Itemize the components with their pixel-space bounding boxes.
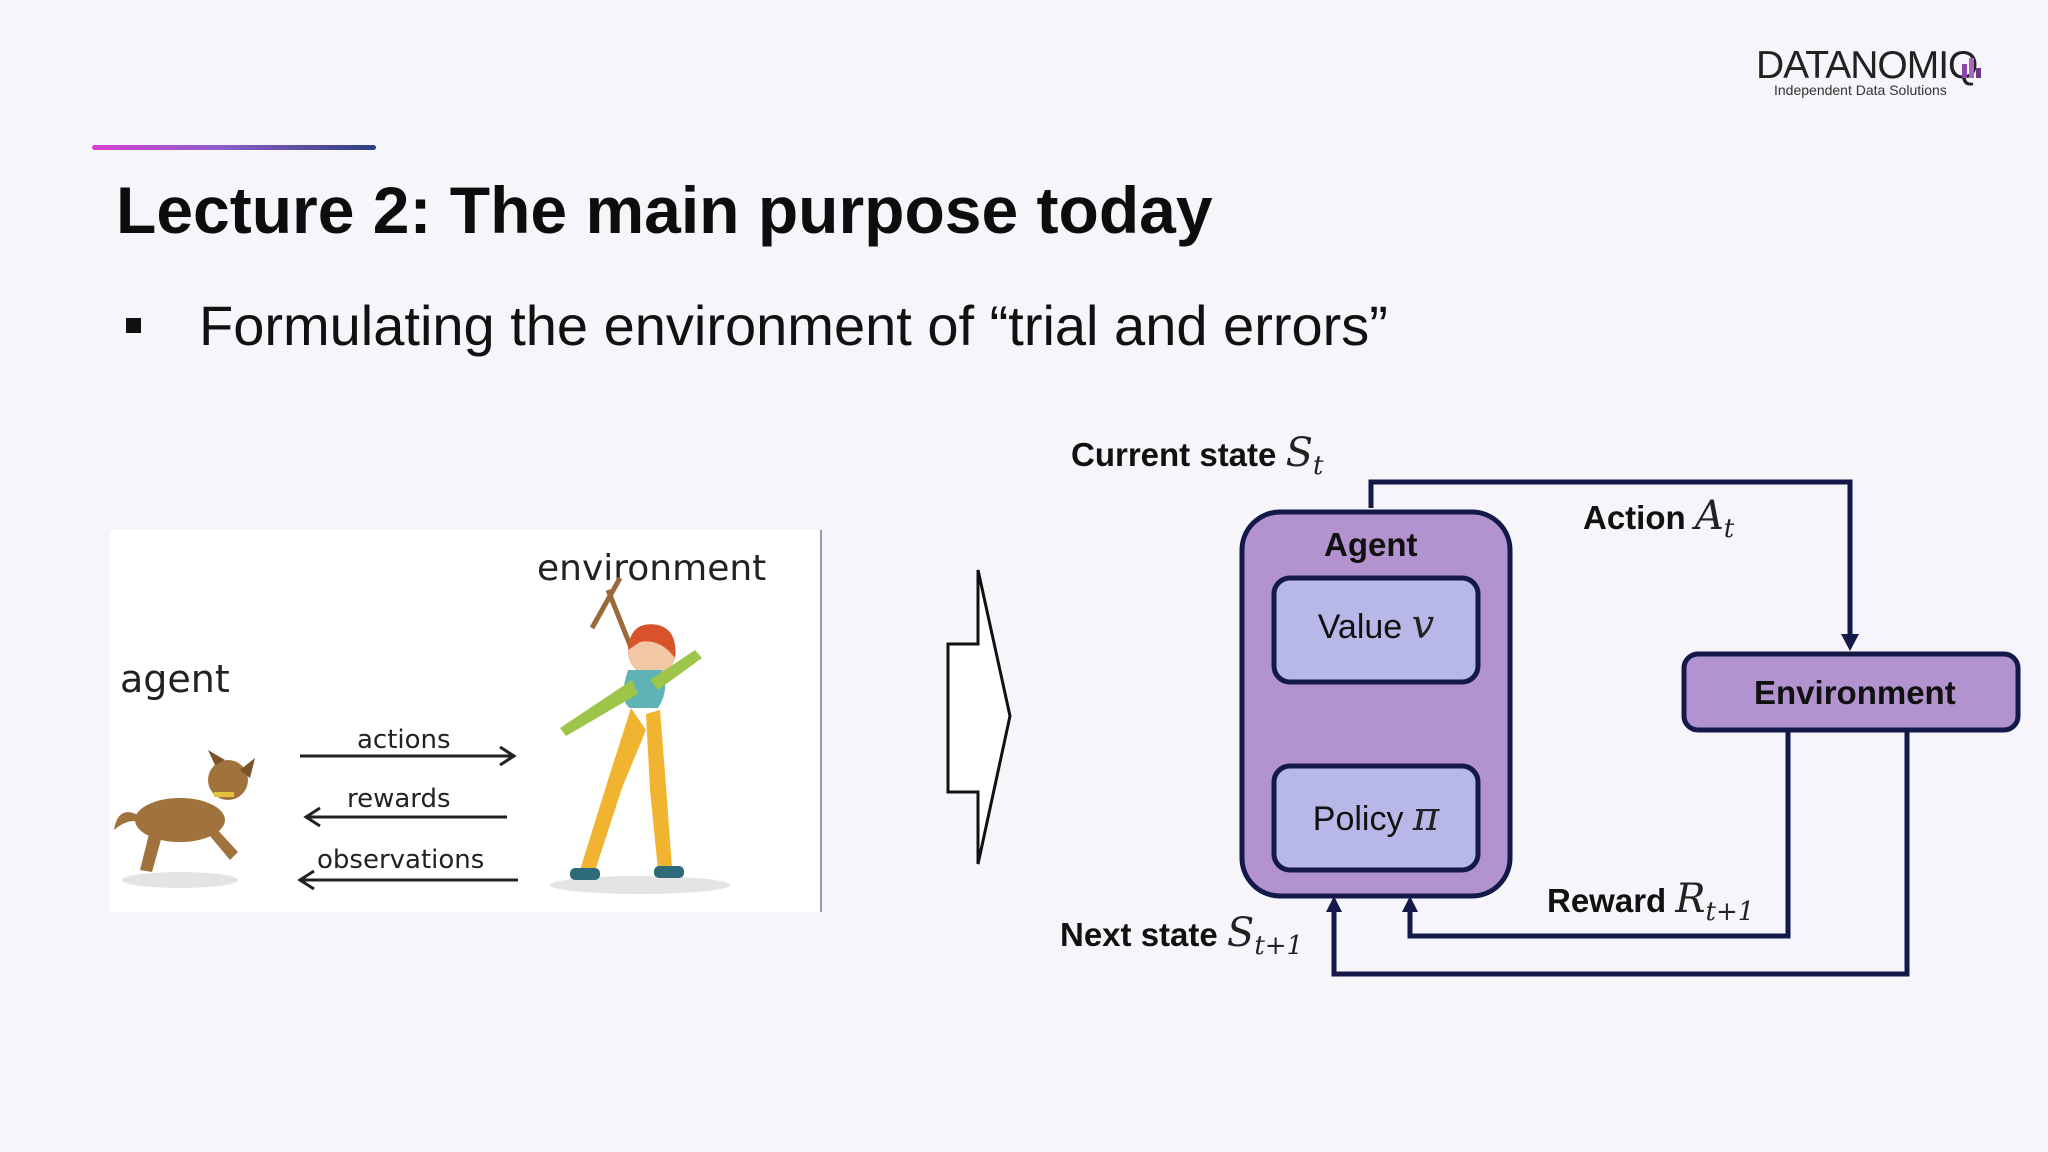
value-box — [1271, 575, 1481, 685]
action-line — [1368, 479, 1853, 640]
bullet-text: Formulating the environment of “trial an… — [199, 294, 1388, 357]
logo-tagline: Independent Data Solutions — [1774, 82, 1947, 98]
policy-box — [1271, 763, 1481, 873]
magnifier-icon — [1962, 58, 1981, 78]
title-accent-line — [92, 145, 376, 150]
datanomiq-logo: DATANOMIQ Independent Data Solutions — [1756, 44, 1996, 100]
rewards-arrow — [303, 806, 507, 828]
illustration-agent-label: agent — [120, 657, 230, 701]
slide-title: Lecture 2: The main purpose today — [116, 173, 1213, 247]
environment-box — [1681, 651, 2021, 733]
illustration-actions-label: actions — [357, 725, 451, 755]
big-right-arrow-icon — [946, 569, 1012, 865]
dog-illustration — [114, 750, 255, 888]
next-state-arrowhead — [1326, 896, 1342, 912]
illustration-environment-label: environment — [537, 548, 766, 589]
illustration-rewards-label: rewards — [347, 784, 451, 814]
logo-name: DATANOMIQ — [1756, 44, 1978, 87]
agent-environment-illustration: environment agent actions rewards observ… — [110, 530, 822, 912]
action-arrowhead — [1841, 634, 1859, 651]
action-label: Action At — [1583, 493, 1735, 544]
next-state-label: Next state St+1 — [1060, 910, 1304, 961]
agent-label: Agent — [1324, 526, 1418, 563]
bullet-marker — [126, 318, 141, 333]
next-state-line — [1331, 730, 1910, 977]
current-state-label: Current state St — [1071, 430, 1324, 481]
girl-illustration — [550, 576, 730, 894]
observations-arrow — [297, 869, 518, 891]
reward-label: Reward Rt+1 — [1547, 876, 1755, 927]
policy-label: Policy π — [1312, 794, 1440, 840]
rl-loop-diagram: Current state St Action At Agent Value v… — [1040, 430, 2040, 990]
actions-arrow — [300, 745, 517, 767]
value-label: Value v — [1317, 602, 1435, 648]
reward-arrowhead — [1402, 896, 1418, 912]
illustration-observations-label: observations — [317, 845, 484, 875]
environment-label: Environment — [1754, 674, 1956, 711]
reward-line — [1407, 730, 1791, 939]
